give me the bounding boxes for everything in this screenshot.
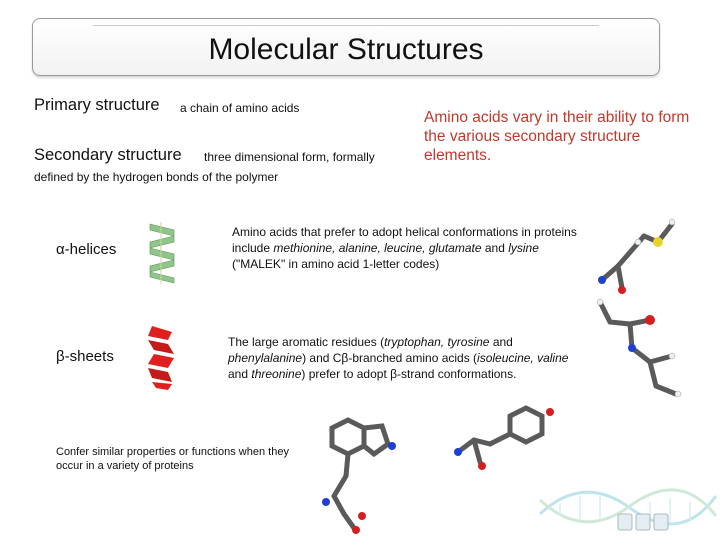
helix-ribbon-icon [149, 222, 175, 284]
sheet-description: The large aromatic residues (tryptophan,… [228, 335, 569, 381]
helix-description: Amino acids that prefer to adopt helical… [232, 225, 577, 271]
amino-acid-note: Amino acids vary in their ability to for… [424, 109, 690, 164]
molecule-icon [322, 417, 396, 534]
molecule-icon [454, 405, 554, 470]
sheet-ribbon-icon [148, 326, 174, 390]
title-banner: Molecular Structures [32, 18, 660, 76]
secondary-structure-description: three dimensional form, formally [204, 150, 375, 164]
title-rule [93, 25, 599, 26]
dna-logo-icon [538, 488, 718, 531]
primary-structure-heading: Primary structure [34, 96, 160, 114]
molecule-icon [596, 298, 682, 398]
secondary-structure-description-cont: defined by the hydrogen bonds of the pol… [34, 170, 279, 184]
alpha-helices-label: α-helices [56, 241, 117, 258]
primary-structure-description: a chain of amino acids [180, 101, 300, 115]
confer-note: Confer similar properties or functions w… [56, 446, 289, 472]
secondary-structure-heading: Secondary structure [34, 146, 182, 164]
beta-sheets-label: β-sheets [56, 348, 114, 365]
molecule-icon [598, 218, 676, 294]
page-title: Molecular Structures [208, 33, 484, 66]
